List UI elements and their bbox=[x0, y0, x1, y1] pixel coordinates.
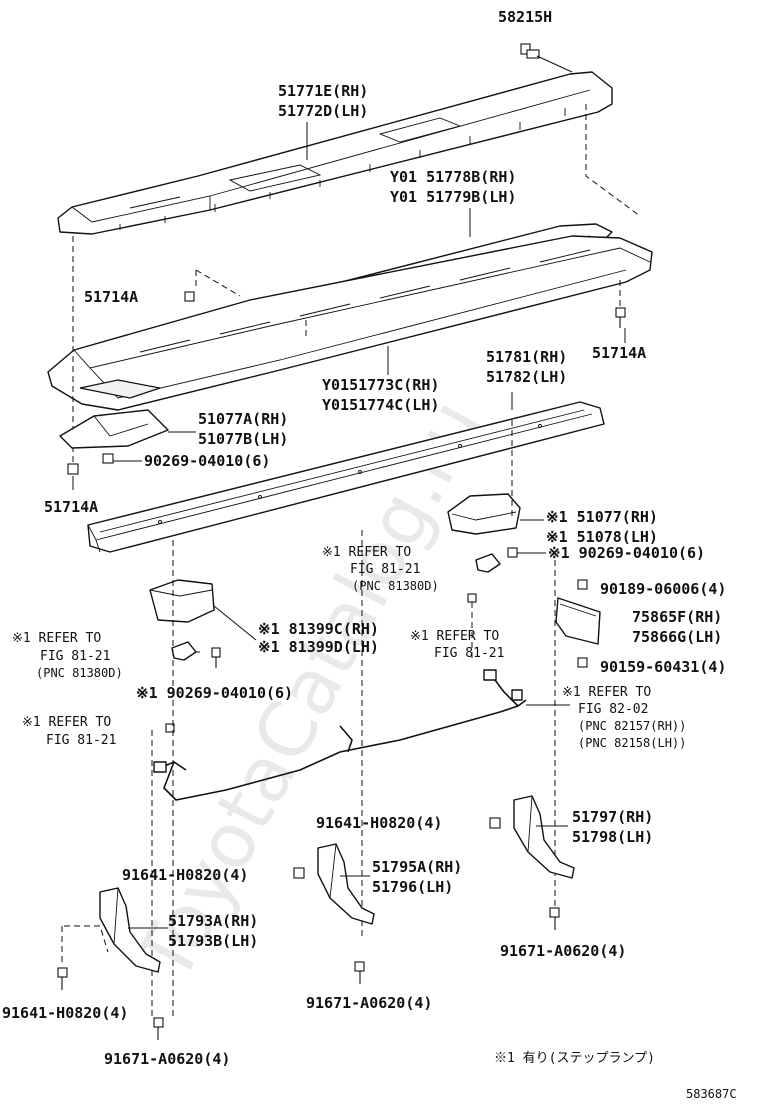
bracket-51793A bbox=[57, 887, 168, 1040]
step-cover-upper bbox=[57, 71, 613, 235]
label-51793B: 51793B(LH) bbox=[168, 932, 258, 950]
bolt-51714A-right bbox=[615, 280, 626, 343]
label-ref-82-02-line4: (PNC 82158(LH)) bbox=[578, 736, 686, 750]
clip-58215H bbox=[520, 43, 573, 73]
label-ref-81-21-b-line2: FIG 81-21 bbox=[434, 646, 504, 661]
bracket-81399C bbox=[149, 579, 257, 668]
label-51781: 51781(RH) bbox=[486, 348, 567, 366]
label-51714A-bottom: 51714A bbox=[44, 498, 98, 516]
bolt-51714A-left bbox=[184, 269, 307, 336]
label-81399C: ※1 81399C(RH) bbox=[258, 620, 379, 638]
label-51077: ※1 51077(RH) bbox=[546, 508, 658, 526]
label-58215H: 58215H bbox=[498, 8, 552, 26]
label-51771E: 51771E(RH) bbox=[278, 82, 368, 100]
label-51077B: 51077B(LH) bbox=[198, 430, 288, 448]
footnote: ※1 有り(ステップランプ) bbox=[494, 1051, 655, 1066]
bracket-51797 bbox=[489, 795, 575, 930]
label-ref-81-21-b-line1: ※1 REFER TO bbox=[410, 629, 499, 644]
label-51798: 51798(LH) bbox=[572, 828, 653, 846]
label-51795A: 51795A(RH) bbox=[372, 858, 462, 876]
bracket-51077A bbox=[59, 409, 196, 464]
label-75866G: 75866G(LH) bbox=[632, 628, 722, 646]
wire-harness-82157 bbox=[153, 669, 570, 801]
running-board bbox=[47, 235, 653, 411]
label-ref-81-21-c-line2: FIG 81-21 bbox=[40, 649, 110, 664]
lamp-bracket-51077 bbox=[447, 493, 546, 558]
diagram-id: 583687C bbox=[686, 1087, 737, 1101]
label-51077A: 51077A(RH) bbox=[198, 410, 288, 428]
label-ref-82-02-line1: ※1 REFER TO bbox=[562, 685, 651, 700]
label-ref-82-02-line2: FIG 82-02 bbox=[578, 702, 648, 717]
label-51772D: 51772D(LH) bbox=[278, 102, 368, 120]
label-51714A-left: 51714A bbox=[84, 288, 138, 306]
step-rail bbox=[87, 392, 605, 553]
lamp-75865F bbox=[555, 579, 601, 668]
label-91671-A0620-b: 91671-A0620(4) bbox=[306, 994, 432, 1012]
label-ref-81-21-a-line1: ※1 REFER TO bbox=[322, 545, 411, 560]
label-90269-04010-lamp: ※1 90269-04010(6) bbox=[548, 544, 705, 562]
label-51778B: Y01 51778B(RH) bbox=[390, 168, 516, 186]
bracket-51795A bbox=[293, 843, 375, 984]
label-ref-81-21-a-line3: (PNC 81380D) bbox=[352, 579, 439, 593]
connector-81380D-left bbox=[165, 641, 200, 733]
label-91641-H0820-a: 91641-H0820(4) bbox=[316, 814, 442, 832]
label-91641-H0820-b: 91641-H0820(4) bbox=[122, 866, 248, 884]
bolt-51714A-bottom bbox=[67, 236, 79, 490]
label-51774C: Y0151774C(LH) bbox=[322, 396, 439, 414]
label-90269-04010-lower: ※1 90269-04010(6) bbox=[136, 684, 293, 702]
label-91671-A0620-a: 91671-A0620(4) bbox=[500, 942, 626, 960]
label-ref-81-21-d-line1: ※1 REFER TO bbox=[22, 715, 111, 730]
label-51796: 51796(LH) bbox=[372, 878, 453, 896]
label-ref-81-21-c-line1: ※1 REFER TO bbox=[12, 631, 101, 646]
label-91641-H0820-c: 91641-H0820(4) bbox=[2, 1004, 128, 1022]
label-51782: 51782(LH) bbox=[486, 368, 567, 386]
label-51714A-right: 51714A bbox=[592, 344, 646, 362]
label-90269-04010: 90269-04010(6) bbox=[144, 452, 270, 470]
label-91671-A0620-c: 91671-A0620(4) bbox=[104, 1050, 230, 1068]
label-51779B: Y01 51779B(LH) bbox=[390, 188, 516, 206]
label-51078: ※1 51078(LH) bbox=[546, 528, 658, 546]
label-51797: 51797(RH) bbox=[572, 808, 653, 826]
label-51793A: 51793A(RH) bbox=[168, 912, 258, 930]
connector-81380D-right bbox=[467, 553, 501, 603]
label-90189-06006: 90189-06006(4) bbox=[600, 580, 726, 598]
label-75865F: 75865F(RH) bbox=[632, 608, 722, 626]
label-ref-81-21-d-line2: FIG 81-21 bbox=[46, 733, 116, 748]
label-ref-81-21-a-line2: FIG 81-21 bbox=[350, 562, 420, 577]
label-ref-81-21-c-line3: (PNC 81380D) bbox=[36, 666, 123, 680]
label-81399D: ※1 81399D(LH) bbox=[258, 638, 379, 656]
label-51773C: Y0151773C(RH) bbox=[322, 376, 439, 394]
label-ref-82-02-line3: (PNC 82157(RH)) bbox=[578, 719, 686, 733]
label-90159-60431: 90159-60431(4) bbox=[600, 658, 726, 676]
